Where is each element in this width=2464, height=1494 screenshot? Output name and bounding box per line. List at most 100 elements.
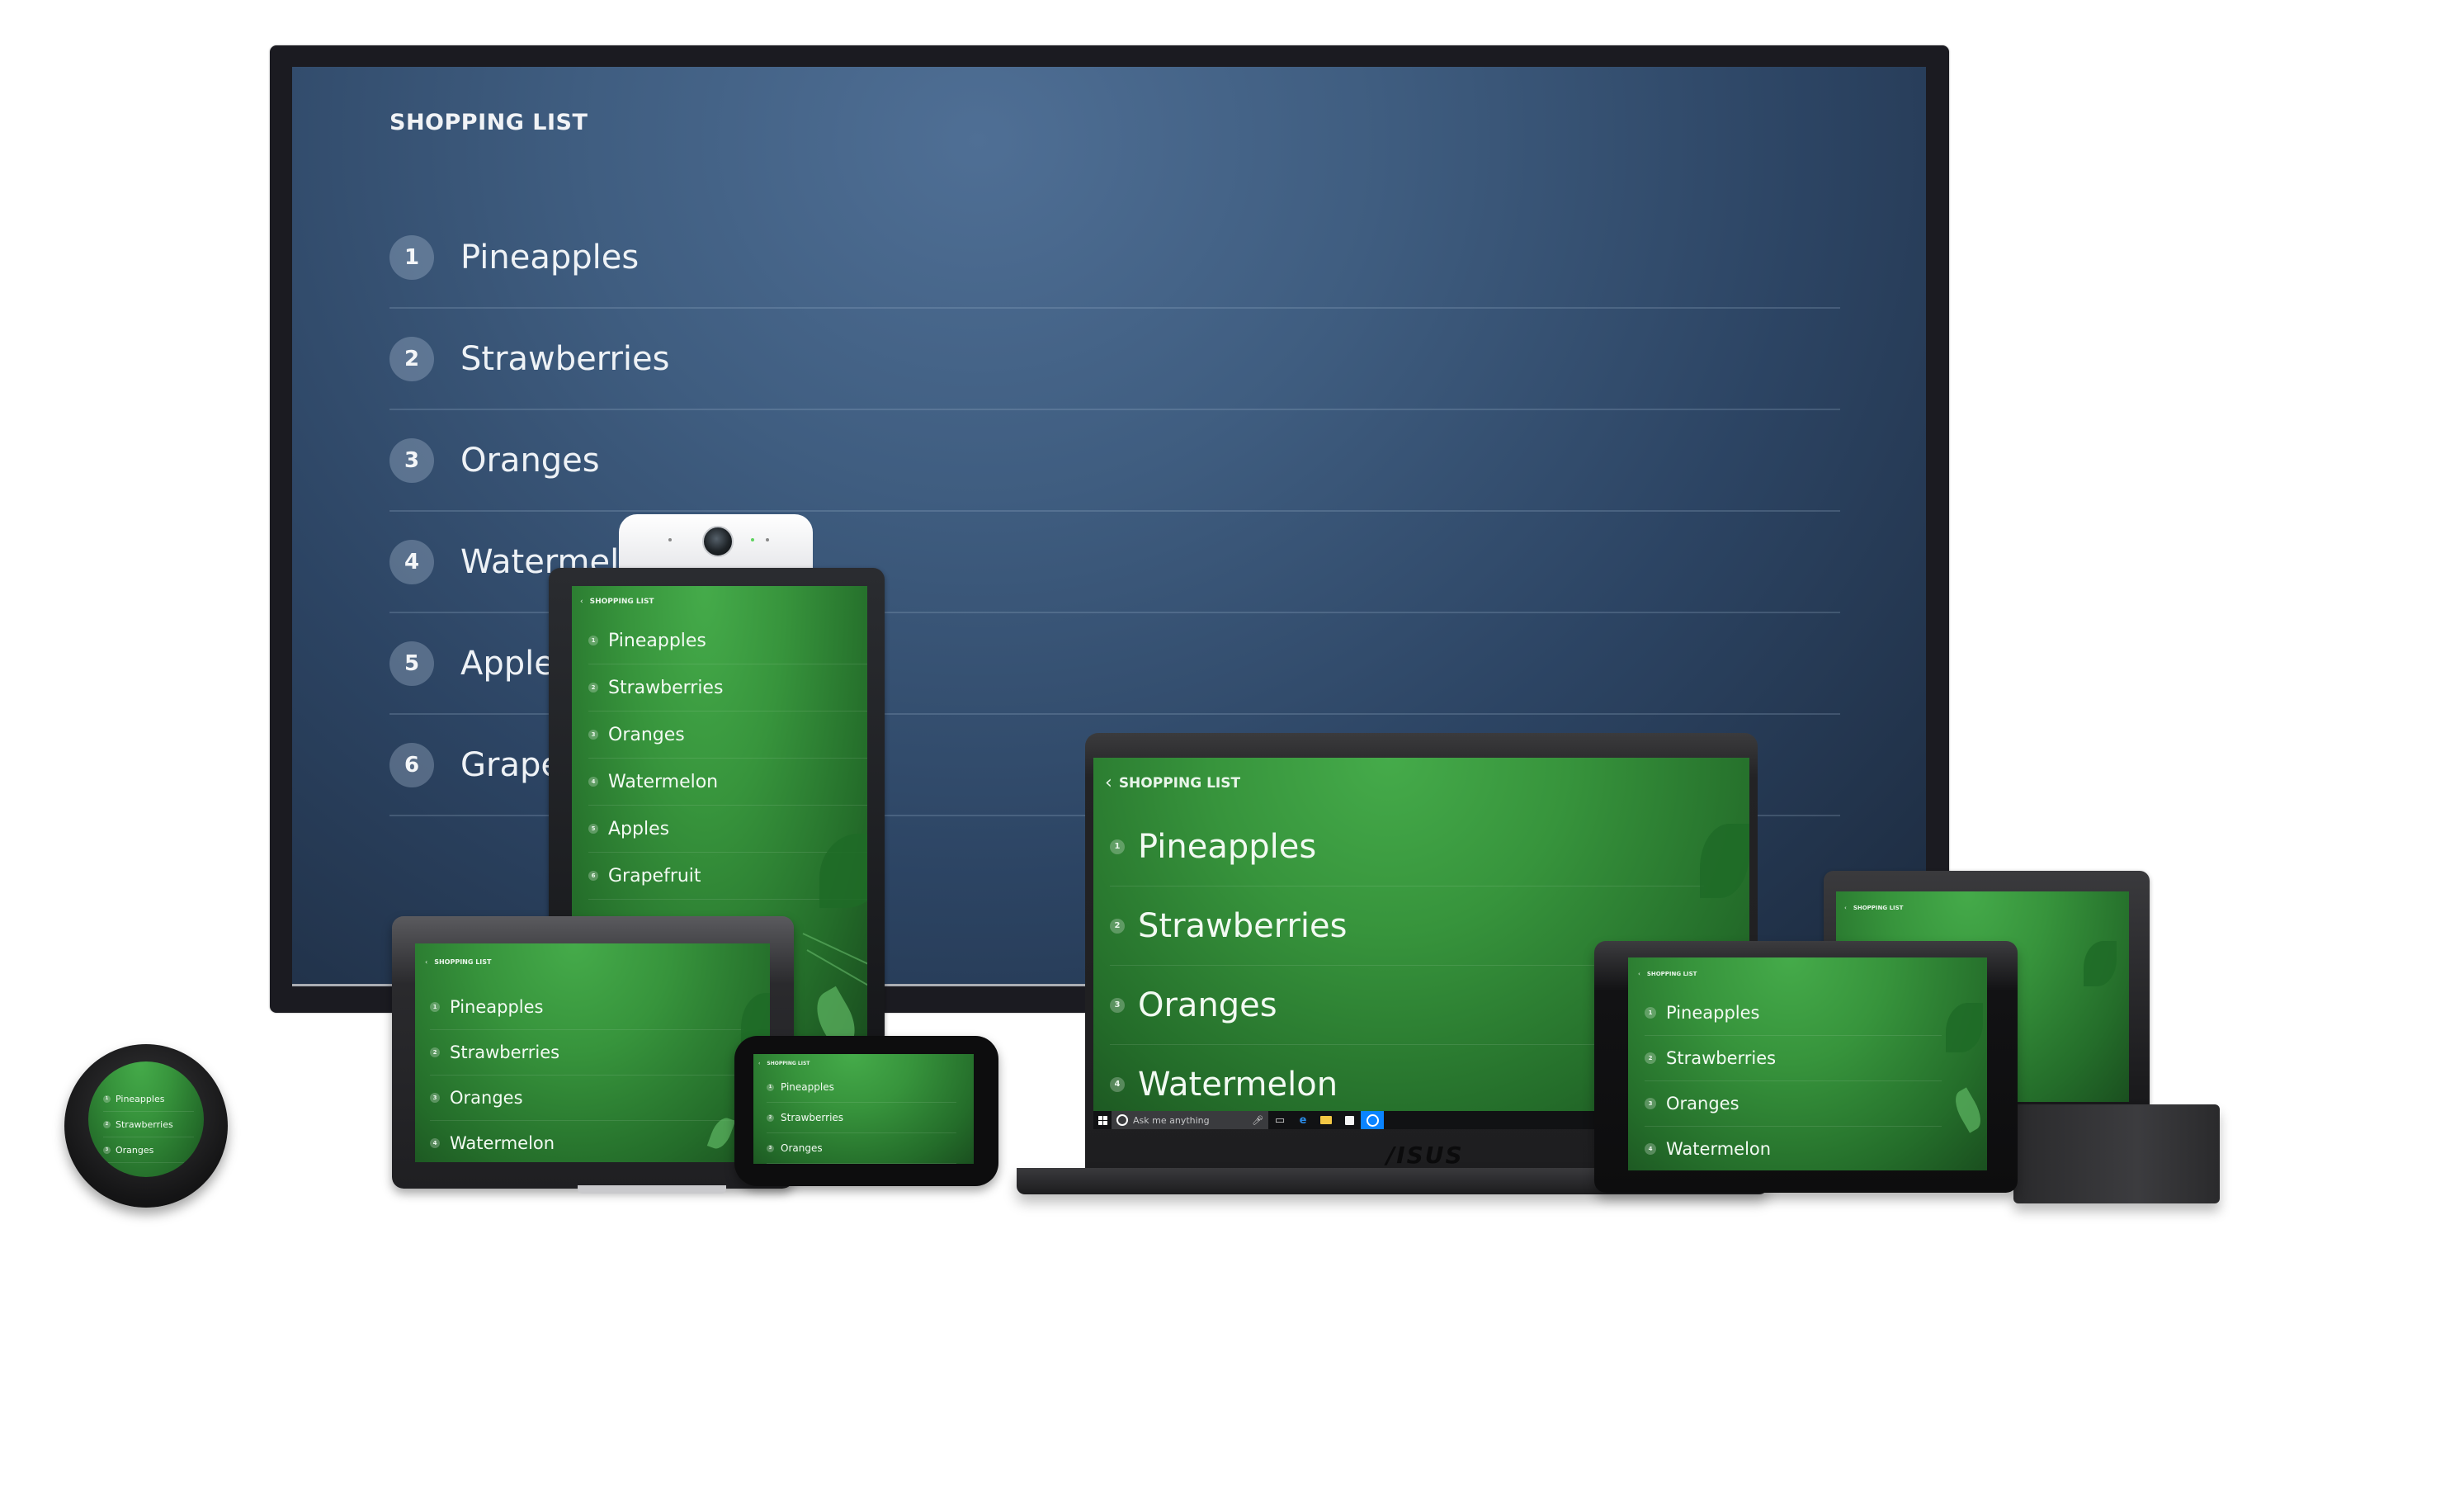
item-label: Strawberries xyxy=(1666,1048,1777,1068)
item-number-badge: 1 xyxy=(1645,1007,1656,1019)
item-label: Strawberries xyxy=(608,677,724,698)
item-number-badge: 3 xyxy=(389,437,434,483)
screen-title: SHOPPING LIST xyxy=(434,958,492,966)
item-label: Watermelon xyxy=(450,1133,555,1153)
item-number-badge: 4 xyxy=(1645,1143,1656,1155)
item-number-badge: 3 xyxy=(103,1146,111,1154)
item-number-badge: 5 xyxy=(588,824,598,834)
camera-module xyxy=(619,514,813,572)
file-explorer-icon[interactable] xyxy=(1315,1111,1338,1129)
item-label: Oranges xyxy=(781,1142,823,1154)
item-number-badge: 1 xyxy=(430,1002,440,1012)
item-number-badge: 3 xyxy=(1645,1098,1656,1109)
chevron-left-icon[interactable]: ‹ xyxy=(1638,971,1640,977)
item-label: Strawberries xyxy=(460,339,670,378)
list-item[interactable]: 1 Pineapples xyxy=(103,1086,194,1112)
list-item[interactable]: 1 Pineapples xyxy=(1110,807,1704,886)
cortana-search-box[interactable]: Ask me anything 🎤︎ xyxy=(1112,1111,1268,1129)
item-number-badge: 1 xyxy=(103,1094,111,1103)
list-item[interactable]: 4 Watermelon xyxy=(430,1121,743,1162)
alexa-app-icon[interactable] xyxy=(1361,1111,1384,1129)
list-item[interactable]: 2 Strawberries xyxy=(103,1112,194,1137)
item-number-badge: 4 xyxy=(430,1138,440,1148)
chevron-left-icon[interactable]: ‹ xyxy=(1105,773,1112,793)
shopping-list: 1 Pineapples 2 Strawberries 3 Oranges xyxy=(103,1086,194,1163)
item-number-badge: 2 xyxy=(1110,918,1125,934)
echo-show-stand xyxy=(578,1185,726,1194)
list-item[interactable]: 2 Strawberries xyxy=(389,309,1840,410)
list-item[interactable]: 3 Oranges xyxy=(103,1137,194,1163)
screen-title: SHOPPING LIST xyxy=(1118,774,1241,792)
item-number-badge: 2 xyxy=(430,1047,440,1057)
item-label: Apples xyxy=(608,818,670,839)
item-number-badge: 2 xyxy=(767,1113,774,1122)
screen-header: ‹ SHOPPING LIST xyxy=(1844,905,1903,911)
list-item[interactable]: 3 Oranges xyxy=(389,410,1840,512)
tv-list-title: SHOPPING LIST xyxy=(389,110,588,135)
list-item[interactable]: 2 Strawberries xyxy=(767,1103,956,1133)
leaf-decoration-icon xyxy=(2084,941,2117,986)
chevron-left-icon[interactable]: ‹ xyxy=(1844,905,1847,911)
task-view-icon[interactable]: ▭ xyxy=(1274,1113,1286,1127)
item-label: Oranges xyxy=(1666,1094,1739,1113)
list-item[interactable]: 5 Apples xyxy=(588,806,867,853)
camera-lens-icon xyxy=(702,526,734,557)
item-number-badge: 1 xyxy=(389,234,434,280)
item-number-badge: 3 xyxy=(767,1144,774,1152)
list-item[interactable]: 2 Strawberries xyxy=(1645,1036,1942,1081)
item-number-badge: 1 xyxy=(1110,839,1125,854)
sensor-dot xyxy=(668,538,672,541)
item-label: Oranges xyxy=(450,1088,523,1108)
list-item[interactable]: 3 Oranges xyxy=(430,1076,743,1121)
list-item[interactable]: 1 Pineapples xyxy=(430,985,743,1030)
list-item[interactable]: 3 Oranges xyxy=(767,1133,956,1164)
item-number-badge: 3 xyxy=(1110,997,1125,1013)
item-label: Oranges xyxy=(116,1144,154,1156)
list-item[interactable]: 1 Pineapples xyxy=(389,207,1840,309)
chevron-left-icon[interactable]: ‹ xyxy=(580,598,583,606)
laptop-brand-logo: /ISUS xyxy=(1386,1142,1464,1169)
item-number-badge: 2 xyxy=(389,336,434,381)
item-number-badge: 4 xyxy=(1110,1076,1125,1092)
speaker-dock xyxy=(2013,1104,2220,1203)
item-label: Pineapples xyxy=(116,1093,165,1104)
chevron-left-icon[interactable]: ‹ xyxy=(425,958,428,966)
item-number-badge: 1 xyxy=(588,636,598,645)
item-number-badge: 3 xyxy=(588,730,598,740)
microphone-icon[interactable]: 🎤︎ xyxy=(1252,1114,1263,1126)
item-number-badge: 3 xyxy=(430,1093,440,1103)
item-number-badge: 2 xyxy=(1645,1052,1656,1064)
screen-header: ‹ SHOPPING LIST xyxy=(758,1061,810,1066)
item-label: Oranges xyxy=(460,441,600,480)
item-number-badge: 6 xyxy=(588,871,598,881)
item-label: Pineapples xyxy=(450,997,544,1017)
chevron-left-icon[interactable]: ‹ xyxy=(758,1061,761,1066)
windows-start-icon[interactable] xyxy=(1093,1111,1112,1129)
edge-icon[interactable]: e xyxy=(1299,1113,1307,1127)
item-label: Strawberries xyxy=(116,1118,173,1130)
store-icon[interactable] xyxy=(1338,1111,1361,1129)
item-number-badge: 2 xyxy=(103,1120,111,1128)
item-label: Strawberries xyxy=(781,1112,844,1123)
list-item[interactable]: 3 Oranges xyxy=(1645,1081,1942,1127)
item-label: Pineapples xyxy=(1138,827,1317,866)
